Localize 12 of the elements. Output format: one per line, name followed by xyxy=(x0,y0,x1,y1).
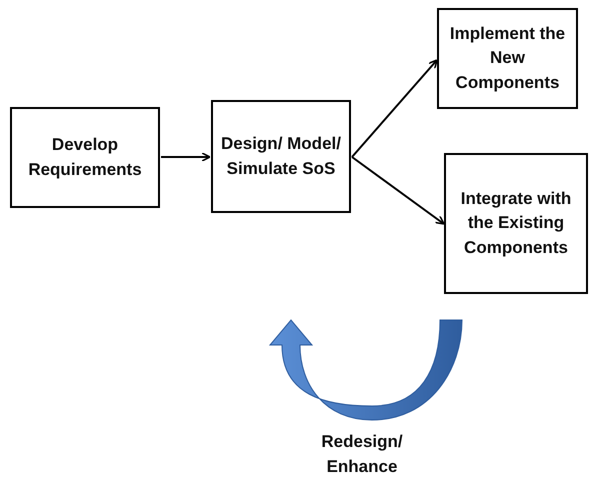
box-text: Design/ Model/ Simulate SoS xyxy=(220,132,342,180)
arrow xyxy=(351,156,445,225)
box-text: Develop Requirements xyxy=(27,134,143,180)
box-text: Integrate with the Existing Components xyxy=(460,188,572,259)
arrow xyxy=(351,59,438,158)
process-box xyxy=(437,8,578,109)
process-box xyxy=(211,100,351,213)
box-text: Implement the New Components xyxy=(448,22,566,94)
cycle-label: Redesign/ Enhance xyxy=(320,431,404,477)
process-box xyxy=(444,153,588,294)
process-box xyxy=(10,107,160,208)
arrow xyxy=(161,152,211,162)
